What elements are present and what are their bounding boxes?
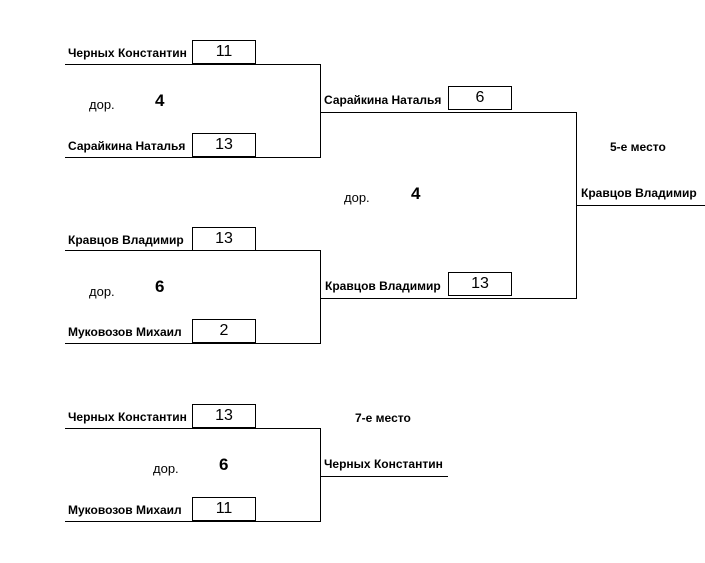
player-name: Черных Константин (68, 410, 187, 424)
court-label: дор. (344, 190, 370, 205)
bracket-line (65, 64, 320, 65)
score-box: 13 (192, 404, 256, 428)
bracket-line (320, 298, 576, 299)
place-title: 5-е место (610, 140, 666, 154)
bracket-connector (320, 64, 321, 158)
score-box: 13 (192, 133, 256, 157)
bracket-line (65, 428, 320, 429)
score-box: 13 (448, 272, 512, 296)
bracket-line (320, 476, 448, 477)
bracket-line (65, 521, 320, 522)
bracket-connector (320, 428, 321, 522)
player-name: Кравцов Владимир (325, 279, 441, 293)
player-name: Черных Константин (68, 46, 187, 60)
bracket-line (65, 343, 320, 344)
player-name: Муковозов Михаил (68, 503, 182, 517)
score-box: 11 (192, 497, 256, 521)
court-number: 4 (411, 184, 421, 203)
player-name: Кравцов Владимир (68, 233, 184, 247)
bracket-line (65, 157, 320, 158)
court-number: 6 (155, 277, 165, 296)
score-box: 13 (192, 227, 256, 251)
bracket-line (320, 112, 576, 113)
court-label: дор. (153, 461, 179, 476)
score-box: 2 (192, 319, 256, 343)
bracket-line (65, 250, 320, 251)
winner-name: Черных Константин (324, 457, 443, 471)
court-label: дор. (89, 97, 115, 112)
bracket-connector (320, 250, 321, 344)
place-title: 7-е место (355, 411, 411, 425)
court-label: дор. (89, 284, 115, 299)
player-name: Сарайкина Наталья (68, 139, 186, 153)
winner-name: Кравцов Владимир (581, 186, 697, 200)
score-box: 6 (448, 86, 512, 110)
court-number: 4 (155, 91, 165, 110)
score-box: 11 (192, 40, 256, 64)
player-name: Муковозов Михаил (68, 325, 182, 339)
player-name: Сарайкина Наталья (324, 93, 442, 107)
bracket-line (576, 205, 705, 206)
court-number: 6 (219, 455, 229, 474)
